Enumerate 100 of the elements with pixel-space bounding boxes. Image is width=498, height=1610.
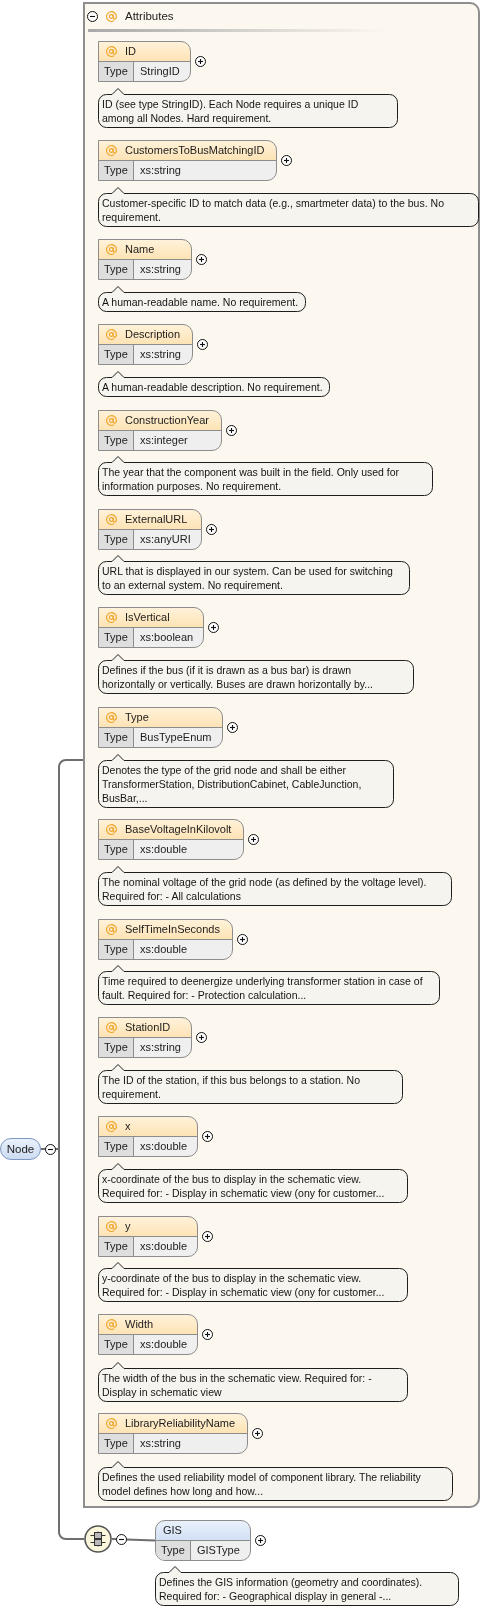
documentation-callout bbox=[155, 1566, 459, 1606]
type-label: Type bbox=[99, 530, 134, 549]
element-node bbox=[0, 1138, 41, 1160]
documentation-text: ID (see type StringID). Each Node requires a unique ID among all Nodes. Hard requirement. bbox=[101, 97, 360, 126]
attribute-name: Type bbox=[125, 710, 150, 725]
documentation-text: y-coordinate of the bus to display in the schematic view. Required for: - Display in schematic view (ony for customer... bbox=[101, 1271, 386, 1300]
documentation-text: Time required to deenergize underlying transformer station in case of fault. Required for: - Protection calculation... bbox=[101, 974, 424, 1003]
attribute-name: SelfTimeInSeconds bbox=[125, 922, 221, 937]
type-value: BusTypeEnum bbox=[139, 730, 213, 745]
attribute-box bbox=[98, 239, 192, 280]
type-value: xs:string bbox=[139, 347, 182, 362]
documentation-text: The width of the bus in the schematic view. Required for: - Display in schematic view bbox=[101, 1371, 373, 1400]
type-label: Type bbox=[99, 1038, 134, 1057]
attribute-box bbox=[98, 1017, 192, 1058]
attribute-name: ExternalURL bbox=[125, 512, 189, 527]
documentation-callout bbox=[98, 654, 414, 694]
element-name: GIS bbox=[163, 1523, 183, 1538]
attribute-box bbox=[98, 607, 205, 648]
documentation-callout bbox=[98, 1461, 453, 1501]
attribute-box bbox=[98, 1413, 249, 1454]
attribute-name: CustomersToBusMatchingID bbox=[125, 143, 266, 158]
attribute-box bbox=[98, 819, 245, 860]
attribute-name: IsVertical bbox=[125, 610, 171, 625]
element-box bbox=[155, 1520, 251, 1561]
element-name: Node bbox=[5, 1142, 36, 1157]
panel-title: Attributes bbox=[125, 9, 174, 24]
attribute-box bbox=[98, 41, 191, 82]
type-label: Type bbox=[99, 431, 134, 450]
documentation-callout bbox=[98, 1262, 408, 1302]
attribute-box bbox=[98, 707, 223, 748]
connector-line bbox=[40, 759, 85, 1540]
documentation-text: The year that the component was built in the field. Only used for information purposes. No requirement. bbox=[101, 465, 401, 494]
type-value: xs:double bbox=[139, 842, 189, 857]
documentation-callout bbox=[98, 754, 394, 808]
type-label: Type bbox=[99, 260, 134, 279]
attribute-box bbox=[98, 140, 278, 181]
attribute-box bbox=[98, 919, 233, 960]
documentation-text: The nominal voltage of the grid node (as defined by the voltage level). Required for: - All calculations bbox=[101, 875, 428, 904]
type-label: Type bbox=[99, 628, 134, 647]
documentation-callout bbox=[98, 555, 410, 595]
type-value: xs:integer bbox=[139, 433, 189, 448]
documentation-callout bbox=[98, 1362, 408, 1402]
attribute-box bbox=[98, 410, 222, 451]
attribute-box bbox=[98, 324, 194, 365]
documentation-text: A human-readable description. No requirement. bbox=[101, 380, 324, 395]
type-value: xs:double bbox=[139, 1139, 189, 1154]
documentation-callout bbox=[98, 371, 330, 397]
documentation-text: x-coordinate of the bus to display in the schematic view. Required for: - Display in schematic view (ony for customer... bbox=[101, 1172, 386, 1201]
attribute-box bbox=[98, 509, 202, 550]
documentation-text: URL that is displayed in our system. Can be used for switching to an external system. No requirement. bbox=[101, 564, 394, 593]
documentation-callout bbox=[98, 1064, 403, 1104]
type-value: xs:string bbox=[139, 262, 182, 277]
type-value: xs:double bbox=[139, 942, 189, 957]
documentation-text: The ID of the station, if this bus belongs to a station. No requirement. bbox=[101, 1073, 361, 1102]
attribute-name: Description bbox=[125, 327, 182, 342]
type-label: Type bbox=[99, 1434, 134, 1453]
type-value: StringID bbox=[139, 64, 181, 79]
type-label: Type bbox=[99, 1335, 134, 1354]
documentation-callout bbox=[98, 456, 433, 496]
compositor-node bbox=[84, 1525, 112, 1553]
documentation-text: Defines if the bus (if it is drawn as a bus bar) is drawn horizontally or vertically. Buses are drawn horizontally by... bbox=[101, 663, 374, 692]
attribute-box bbox=[98, 1314, 199, 1355]
type-value: xs:string bbox=[139, 163, 182, 178]
type-value: xs:anyURI bbox=[139, 532, 192, 547]
documentation-callout bbox=[98, 286, 306, 312]
attribute-box bbox=[98, 1116, 199, 1157]
documentation-text: Customer-specific ID to match data (e.g., smartmeter data) to the bus. No requirement. bbox=[101, 196, 445, 225]
attribute-name: StationID bbox=[125, 1020, 172, 1035]
type-value: xs:boolean bbox=[139, 630, 195, 645]
type-value: xs:string bbox=[139, 1040, 182, 1055]
documentation-text: A human-readable name. No requirement. bbox=[101, 295, 300, 310]
type-value: xs:double bbox=[139, 1239, 189, 1254]
type-label: Type bbox=[99, 728, 134, 747]
attributes-panel bbox=[83, 2, 480, 1508]
type-value: xs:string bbox=[139, 1436, 182, 1451]
type-label: Type bbox=[156, 1541, 191, 1560]
attribute-name: BaseVoltageInKilovolt bbox=[125, 822, 233, 837]
attribute-name: x bbox=[125, 1119, 132, 1134]
type-value: xs:double bbox=[139, 1337, 189, 1352]
attribute-name: ID bbox=[125, 44, 137, 59]
type-label: Type bbox=[99, 62, 134, 81]
documentation-text: Defines the GIS information (geometry and coordinates). Required for: - Geographical display in general -... bbox=[158, 1575, 424, 1604]
documentation-callout bbox=[98, 965, 440, 1005]
type-label: Type bbox=[99, 1237, 134, 1256]
documentation-callout bbox=[98, 187, 479, 227]
type-label: Type bbox=[99, 345, 134, 364]
documentation-callout bbox=[98, 1163, 408, 1203]
documentation-text: Defines the used reliability model of component library. The reliability model defines how long and how... bbox=[101, 1470, 422, 1499]
attribute-name: LibraryReliabilityName bbox=[125, 1416, 237, 1431]
attribute-box bbox=[98, 1216, 199, 1257]
attribute-name: ConstructionYear bbox=[125, 413, 210, 428]
attribute-name: y bbox=[125, 1219, 132, 1234]
documentation-text: Denotes the type of the grid node and shall be either TransformerStation, DistributionCabinet, CableJunction, BusBar,... bbox=[101, 763, 363, 806]
documentation-callout bbox=[98, 88, 398, 128]
type-label: Type bbox=[99, 1137, 134, 1156]
documentation-callout bbox=[98, 866, 452, 906]
type-label: Type bbox=[99, 840, 134, 859]
attribute-name: Name bbox=[125, 242, 156, 257]
type-label: Type bbox=[99, 940, 134, 959]
attribute-name: Width bbox=[125, 1317, 155, 1332]
